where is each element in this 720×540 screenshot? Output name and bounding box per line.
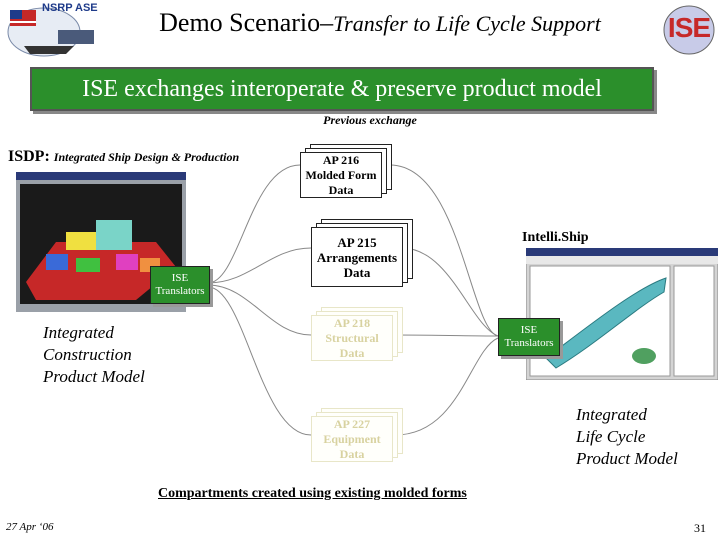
title-italic: Transfer to Life Cycle Support [333,11,601,36]
ap216-line-1: AP 216 [322,152,360,167]
ap218-line-1: AP 218 [333,315,371,330]
isdp-label: ISDP: Integrated Ship Design & Productio… [8,148,239,166]
nsrp-ase-logo-graphic [7,7,94,57]
ise-translators-left: ISE Translators [150,266,210,304]
ap218-line-3: Data [339,345,365,360]
construction-line-3: Product Model [43,367,145,386]
sheet-front [300,152,382,198]
isdp-name: Integrated Ship Design & Production [53,150,240,164]
sheet-front [311,227,403,287]
connector-left-216 [207,164,301,284]
ise-translators-right: ISE Translators [498,318,560,356]
title-main: Demo Scenario– [159,8,334,37]
sheet-front [311,416,393,462]
ap216-line-3: Data [328,182,354,197]
intelliship-screenshot-graphic [526,248,718,380]
slide-title: Demo Scenario–Transfer to Life Cycle Sup… [92,8,668,38]
ise-logo: ISE [662,4,716,56]
connector-left-215 [207,247,312,284]
footer-date: 27 Apr ‘06 [6,521,54,533]
lifecycle-line-2: Life Cycle [576,427,646,446]
intelliship-screenshot [526,248,718,380]
ap215-line-1: AP 215 [337,234,377,250]
ap218-line-2: Structural [325,330,379,345]
ap227-line-3: Data [339,446,365,461]
lifecycle-line-1: Integrated [576,405,647,424]
connector-216-right [389,164,499,337]
ap215-line-3: Data [343,264,371,280]
compartments-caption: Compartments created using existing mold… [158,486,467,501]
lifecycle-product-model: Integrated Life Cycle Product Model [576,404,678,470]
isdp-prefix: ISDP: [8,148,50,165]
connector-left-227 [207,286,312,436]
intelliship-label: Intelli.Ship [522,230,589,245]
connector-218-right [394,334,499,337]
logo-right-text: ISE [667,12,711,43]
connector-215-right [401,247,499,337]
connector-left-218 [207,284,312,336]
construction-line-1: Integrated [43,323,114,342]
ap215-line-2: Arrangements [316,249,398,265]
ise-logo-graphic [663,5,715,55]
sheet-front [311,315,393,361]
connector-227-right [394,337,499,436]
ap227-line-2: Equipment [323,431,381,446]
ap227-line-1: AP 227 [333,416,371,431]
ap216-line-2: Molded Form [305,167,377,182]
previous-exchange-label: Previous exchange [323,113,417,127]
banner: ISE exchanges interoperate & preserve pr… [30,67,654,111]
lifecycle-line-3: Product Model [576,449,678,468]
construction-line-2: Construction [43,345,132,364]
construction-product-model: Integrated Construction Product Model [43,322,145,388]
nsrp-ase-logo: NSRP ASE [4,2,102,60]
page-number: 31 [694,521,706,535]
logo-left-text: NSRP ASE [42,2,98,14]
